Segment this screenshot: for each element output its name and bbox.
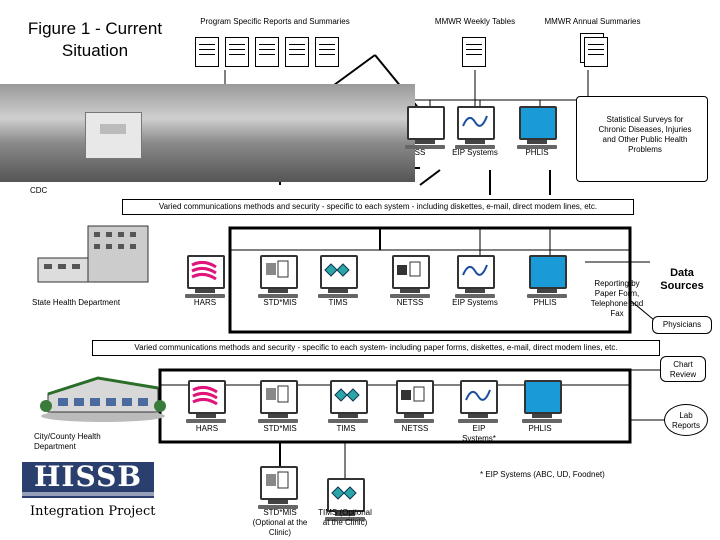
clinic-stdmis-computer-icon [258, 466, 300, 510]
cdc-phlis-label: PHLIS [525, 148, 549, 157]
cdc-eip-label: EIP Systems [452, 148, 498, 157]
reporting-methods-label: Reporting by Paper Form, Telephone and F… [590, 279, 644, 318]
clinic-tims-label: TIMS (Optional at the Clinic) [318, 508, 372, 527]
physicians-label: Physicians [662, 320, 702, 329]
clinic-stdmis-label: STD*MIS (Optional at the Clinic) [252, 508, 308, 537]
hissb-logo-subtext-bar [22, 492, 154, 496]
communications-banner-state-city: Varied communications methods and securi… [92, 340, 660, 356]
city-tims-computer-icon [328, 380, 370, 424]
state-stdmis-label: STD*MIS [263, 298, 297, 307]
city-tims-label: TIMS [336, 424, 356, 433]
lab-reports-label: Lab Reports [671, 411, 700, 430]
weekly-document-icon [462, 37, 486, 67]
state-netss-computer-icon [390, 255, 432, 299]
cdc-netss-label: SS [414, 148, 426, 157]
city-stdmis-label: STD*MIS [263, 424, 297, 433]
data-sources-title: Data Sources [660, 267, 704, 292]
state-hars-computer-icon [185, 255, 227, 299]
cdc-label: CDC [30, 186, 48, 195]
state-phlis-label: PHLIS [533, 298, 557, 307]
figure-title: Figure 1 - Current Situation [27, 19, 163, 60]
state-tims-computer-icon [318, 255, 360, 299]
chart-review-bubble: Chart Review [660, 356, 706, 382]
city-hars-label: HARS [195, 424, 219, 433]
state-phlis-computer-icon [527, 255, 569, 299]
city-phlis-computer-icon [522, 380, 564, 424]
report-document-icon [195, 37, 219, 67]
lab-reports-bubble: Lab Reports [664, 404, 708, 436]
city-stdmis-computer-icon [258, 380, 300, 424]
state-tims-label: TIMS [328, 298, 348, 307]
cdc-phlis-computer-icon [517, 106, 559, 150]
program-reports-label: Program Specific Reports and Summaries [200, 17, 350, 26]
integration-project-label: Integration Project [30, 504, 156, 519]
city-eip-label: EIP Systems* [462, 424, 496, 443]
report-document-icon [315, 37, 339, 67]
city-netss-computer-icon [394, 380, 436, 424]
report-document-icon [255, 37, 279, 67]
state-netss-label: NETSS [396, 298, 424, 307]
state-hars-label: HARS [193, 298, 217, 307]
statistical-surveys-scroll: Statistical Surveys for Chronic Diseases… [576, 96, 708, 182]
city-netss-label: NETSS [401, 424, 429, 433]
annual-document-icon [584, 37, 608, 67]
report-document-icon [225, 37, 249, 67]
city-phlis-label: PHLIS [528, 424, 552, 433]
state-eip-label: EIP Systems [452, 298, 498, 307]
communications-banner-cdc-state: Varied communications methods and securi… [122, 199, 634, 215]
state-stdmis-computer-icon [258, 255, 300, 299]
cdc-netss-computer-icon [405, 106, 447, 150]
city-county-dept-label: City/County Health Department [34, 432, 101, 451]
city-eip-computer-icon [458, 380, 500, 424]
state-health-dept-label: State Health Department [32, 298, 121, 307]
cdc-building-photo [0, 84, 415, 182]
physicians-bubble: Physicians [652, 316, 712, 334]
cdc-eip-computer-icon [455, 106, 497, 150]
report-document-icon [285, 37, 309, 67]
state-building-icon [37, 225, 149, 283]
chart-review-label: Chart Review [669, 360, 697, 379]
surveys-text: Statistical Surveys for Chronic Diseases… [598, 115, 692, 154]
mmwr-annual-label: MMWR Annual Summaries [544, 17, 641, 26]
mmwr-weekly-label: MMWR Weekly Tables [434, 17, 516, 26]
city-hars-computer-icon [186, 380, 228, 424]
city-building-icon [40, 376, 166, 422]
state-eip-computer-icon [455, 255, 497, 299]
clinic-tims-computer-icon [325, 478, 367, 522]
eip-footnote: * EIP Systems (ABC, UD, Foodnet) [480, 470, 605, 479]
